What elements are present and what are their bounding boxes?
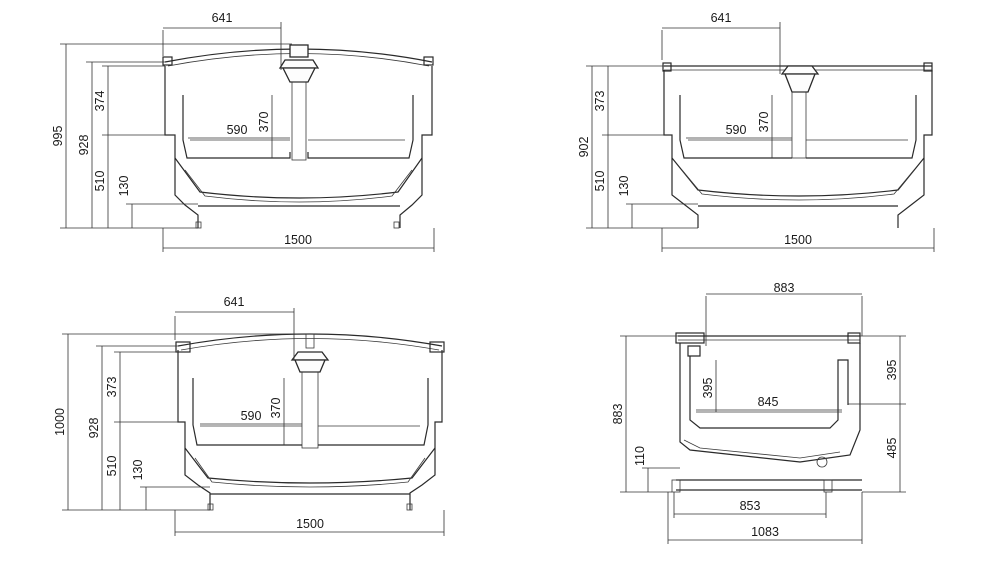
center-divider <box>301 371 319 449</box>
dim-base-width: 853 <box>740 499 761 513</box>
dim-upper-height: 928 <box>77 135 91 156</box>
center-handle <box>780 65 820 75</box>
dim-base-height: 510 <box>593 171 607 192</box>
outer-wall-right <box>399 66 433 228</box>
dim-overall-width: 1500 <box>284 233 312 247</box>
lid-hinge-right <box>423 56 434 66</box>
dim-overall-width: 1500 <box>296 517 324 531</box>
dim-bin-depth: 370 <box>269 398 283 419</box>
dim-base-height: 510 <box>93 171 107 192</box>
dim-right-upper: 395 <box>885 360 899 381</box>
view-top-left: 641 995 928 374 510 130 590 370 1500 <box>51 11 435 252</box>
dim-overall-height: 1000 <box>53 408 67 436</box>
dim-overall-height: 883 <box>611 404 625 425</box>
dim-inner-width: 845 <box>758 395 779 409</box>
lid-hinge-left <box>162 56 173 66</box>
center-divider <box>291 81 307 161</box>
dim-base-height: 510 <box>105 456 119 477</box>
dim-leg-height: 110 <box>633 446 647 466</box>
dim-leg-height: 130 <box>131 460 145 481</box>
dim-overall-width: 1500 <box>784 233 812 247</box>
dim-bin-depth: 370 <box>257 112 271 133</box>
center-handle <box>289 44 309 58</box>
dim-leg-height: 130 <box>117 176 131 197</box>
dim-glass-height: 374 <box>93 91 107 112</box>
view-bottom-right: 883 883 110 395 845 395 485 853 1083 <box>611 281 906 544</box>
view-bottom-left: 641 1000 928 373 510 130 590 370 1500 <box>53 295 445 536</box>
center-divider <box>791 91 807 159</box>
view-top-right: 641 902 373 510 130 590 370 1500 <box>577 11 935 252</box>
dim-width: 641 <box>711 11 732 25</box>
dim-glass-height: 373 <box>593 91 607 112</box>
dim-leg-height: 130 <box>617 176 631 197</box>
dim-overall-width: 1083 <box>751 525 779 539</box>
dim-inner-depth: 395 <box>701 378 715 399</box>
dim-glass-height: 373 <box>105 377 119 398</box>
dim-width: 641 <box>212 11 233 25</box>
dim-upper-height: 928 <box>87 418 101 439</box>
dim-bin-width: 590 <box>726 123 747 137</box>
dim-right-lower: 485 <box>885 438 899 459</box>
center-handle <box>290 351 330 361</box>
dim-bin-width: 590 <box>241 409 262 423</box>
dim-overall-height: 902 <box>577 137 591 158</box>
dim-overall-height: 995 <box>51 126 65 147</box>
dim-width: 641 <box>224 295 245 309</box>
dim-top-width: 883 <box>774 281 795 295</box>
dim-bin-width: 590 <box>227 123 248 137</box>
dim-bin-depth: 370 <box>757 112 771 133</box>
